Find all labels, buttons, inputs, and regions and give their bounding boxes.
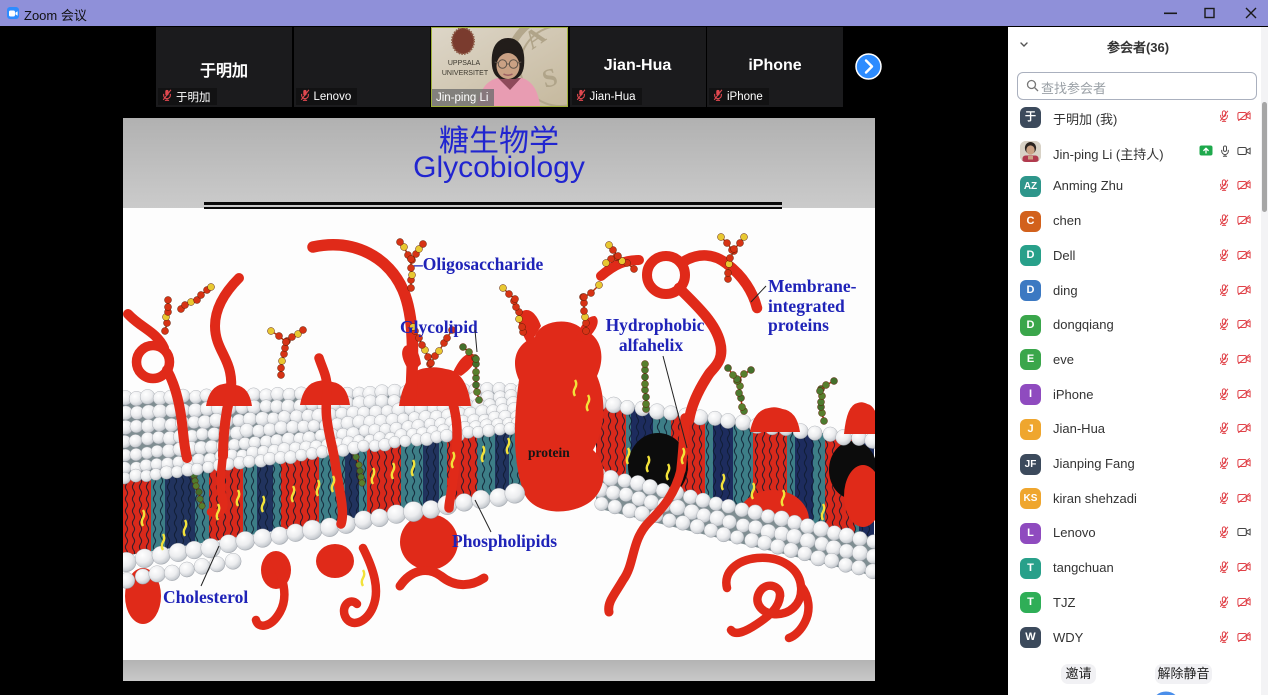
svg-text:–Oligosaccharide: –Oligosaccharide	[413, 254, 544, 274]
svg-text:Membrane-: Membrane-	[768, 276, 857, 296]
svg-text:alfahelix: alfahelix	[619, 335, 683, 355]
svg-text:proteins: proteins	[768, 315, 829, 335]
svg-text:Hydrophobic: Hydrophobic	[606, 315, 705, 335]
svg-text:Phospholipids: Phospholipids	[452, 531, 557, 551]
svg-text:integrated: integrated	[768, 296, 845, 316]
svg-text:Glycolipid: Glycolipid	[400, 317, 478, 337]
svg-text:UPPSALA: UPPSALA	[448, 60, 481, 67]
svg-text:Cholesterol: Cholesterol	[163, 587, 248, 607]
svg-text:UNIVERSITET: UNIVERSITET	[442, 70, 489, 77]
svg-text:protein: protein	[528, 445, 570, 460]
